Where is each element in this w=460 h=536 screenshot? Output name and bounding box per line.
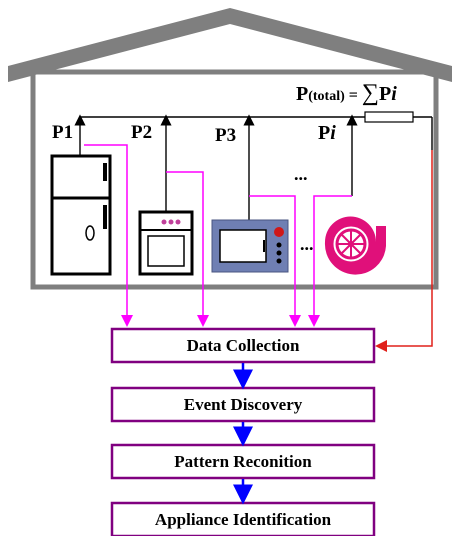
pipeline-step-event-discovery: Event Discovery: [110, 386, 376, 423]
p3-signal-line: [249, 195, 301, 327]
pi-signal-line: [308, 195, 352, 327]
svg-text:Pattern Reconition: Pattern Reconition: [174, 452, 312, 471]
pi-label: Pi: [318, 122, 336, 144]
house-walls: [30, 69, 439, 290]
p2-label: P2: [131, 122, 152, 143]
appliance-ellipsis-lower: ...: [300, 234, 314, 254]
dishwasher-icon: [138, 210, 194, 276]
appliance-ellipsis-upper: ...: [294, 164, 308, 184]
microwave-icon: [211, 219, 289, 273]
p1-signal-line: [84, 144, 133, 327]
p1-label: P1: [52, 122, 73, 143]
pipeline-step-appliance-identification: Appliance Identification: [110, 501, 376, 536]
refrigerator-icon: [50, 154, 112, 276]
total-meter-symbol: [364, 111, 414, 123]
total-signal-line: [375, 150, 433, 352]
p3-label: P3: [215, 125, 236, 146]
svg-text:Data Collection: Data Collection: [187, 336, 300, 355]
svg-text:Event Discovery: Event Discovery: [184, 395, 303, 414]
pipeline-step-data-collection: Data Collection: [110, 327, 376, 364]
fan-icon: [324, 216, 386, 275]
pipeline-step-pattern-recognition: Pattern Reconition: [110, 443, 376, 480]
svg-text:Appliance Identification: Appliance Identification: [155, 510, 332, 529]
p2-signal-line: [166, 171, 209, 327]
house-roof: [8, 8, 452, 82]
total-power-label: P(total) = ∑Pi: [296, 80, 397, 106]
